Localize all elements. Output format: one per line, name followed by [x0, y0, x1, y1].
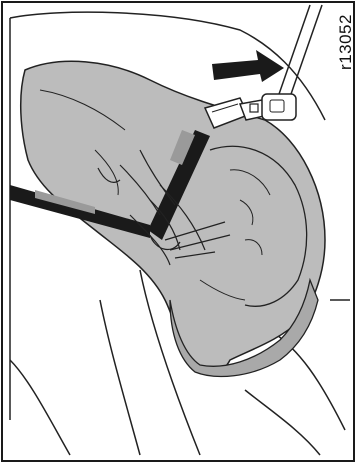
figure-code: r13052 [336, 14, 356, 70]
